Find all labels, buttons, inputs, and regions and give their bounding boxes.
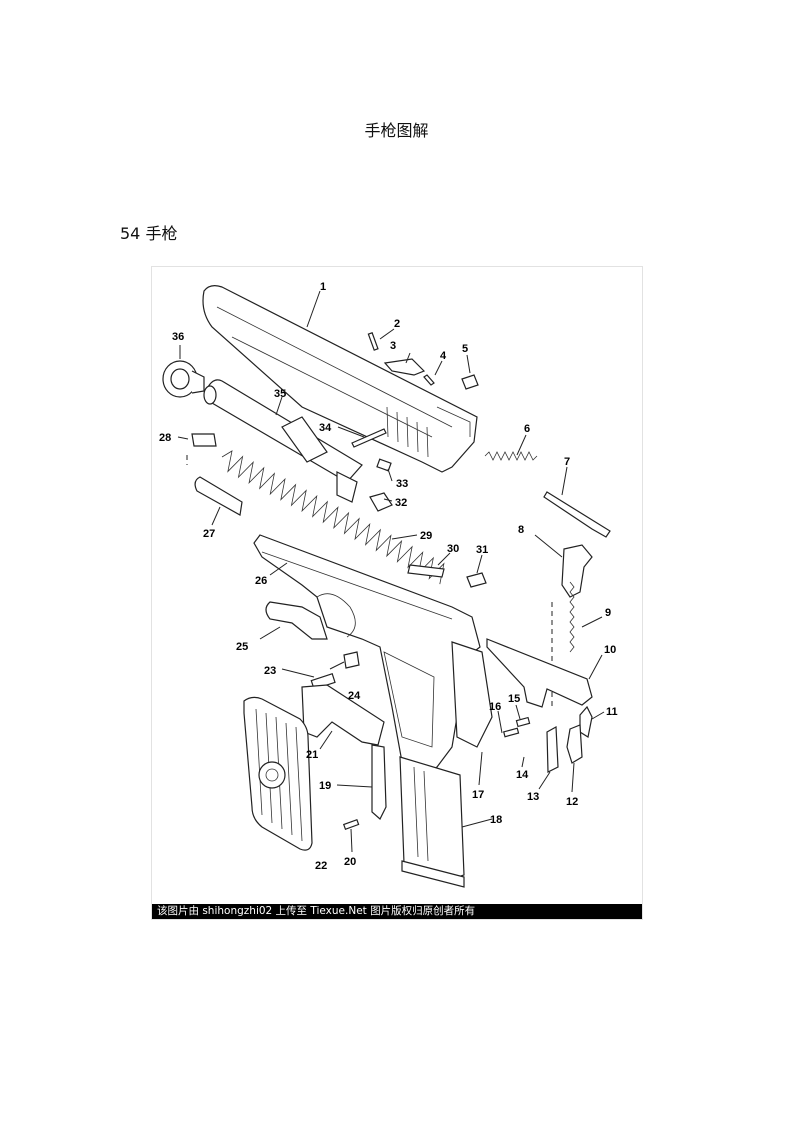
part-31: [466, 572, 487, 588]
part-label-23: 23: [264, 665, 276, 677]
part-label-20: 20: [344, 856, 356, 868]
part-label-30: 30: [447, 543, 459, 555]
part-label-10: 10: [604, 644, 616, 656]
part-label-12: 12: [566, 796, 578, 808]
spring-part-9: [569, 581, 575, 653]
pistol-exploded-view: 1 2 3 4 5 6 7 8 9 10 11 12 13 14 15 16 1…: [159, 281, 618, 888]
part-label-17: 17: [472, 789, 484, 801]
part-label-8: 8: [518, 524, 524, 536]
part-label-21: 21: [306, 749, 318, 761]
part-number-labels: 1 2 3 4 5 6 7 8 9 10 11 12 13 14 15 16 1…: [159, 281, 618, 872]
part-label-5: 5: [462, 343, 468, 355]
trigger-part: [265, 601, 328, 640]
pin-part-4: [423, 374, 435, 386]
leader-lines: [177, 290, 605, 853]
part-24: [343, 651, 360, 669]
section-heading: 54 手枪: [120, 224, 178, 243]
part-label-28: 28: [159, 432, 171, 444]
pin-part-16: [502, 727, 520, 738]
part-label-26: 26: [255, 575, 267, 587]
spring-guide-part-27: [194, 476, 243, 516]
pin-part-2: [367, 332, 379, 351]
part-label-35: 35: [274, 388, 286, 400]
part-label-32: 32: [395, 497, 407, 509]
pin-part-20: [342, 818, 360, 830]
part-label-3: 3: [390, 340, 396, 352]
part-label-27: 27: [203, 528, 215, 540]
magazine-catch-part: [371, 744, 387, 820]
part-label-1: 1: [320, 281, 326, 293]
link-part: [376, 458, 392, 472]
part-label-19: 19: [319, 780, 331, 792]
assembly-dashed-line: [186, 455, 553, 707]
image-caption-bar: 该图片由 shihongzhi02 上传至 Tiexue.Net 图片版权归原创…: [152, 904, 642, 919]
pin-part-15: [515, 716, 531, 728]
page-title: 手枪图解: [364, 121, 429, 140]
part-label-29: 29: [420, 530, 432, 542]
part-label-9: 9: [605, 607, 611, 619]
part-10: [486, 638, 593, 708]
part-label-18: 18: [490, 814, 502, 826]
spring-part-6: [484, 451, 538, 461]
slide-part: [202, 285, 478, 473]
rear-sight-part: [461, 374, 479, 390]
part-label-31: 31: [476, 544, 488, 556]
link-pin-part: [351, 428, 387, 448]
firing-pin-part: [543, 491, 611, 538]
part-label-25: 25: [236, 641, 248, 653]
part-label-4: 4: [440, 350, 447, 362]
part-12: [566, 724, 583, 764]
part-11: [579, 705, 593, 738]
spring-guide-part-28: [191, 433, 217, 447]
barrel-bushing-part: [162, 360, 205, 398]
part-label-2: 2: [394, 318, 400, 330]
magazine-part: [399, 756, 465, 888]
frame-part: [253, 534, 493, 773]
part-label-14: 14: [516, 769, 529, 781]
part-label-7: 7: [564, 456, 570, 468]
part-label-6: 6: [524, 423, 530, 435]
part-label-33: 33: [396, 478, 408, 490]
part-13: [546, 726, 559, 773]
part-label-24: 24: [348, 690, 361, 702]
part-label-16: 16: [489, 701, 501, 713]
exploded-diagram-figure: 1 2 3 4 5 6 7 8 9 10 11 12 13 14 15 16 1…: [151, 266, 643, 920]
part-label-15: 15: [508, 693, 520, 705]
grip-panel-part: [243, 696, 313, 851]
part-label-13: 13: [527, 791, 539, 803]
barrel-part: [203, 379, 363, 503]
part-32: [369, 492, 393, 512]
part-30: [407, 564, 445, 578]
part-label-11: 11: [606, 706, 618, 718]
part-21: [301, 684, 385, 746]
part-label-36: 36: [172, 331, 184, 343]
part-label-34: 34: [319, 422, 332, 434]
hammer-part: [561, 544, 593, 598]
recoil-spring-part: [221, 450, 445, 585]
part-label-22: 22: [315, 860, 327, 872]
